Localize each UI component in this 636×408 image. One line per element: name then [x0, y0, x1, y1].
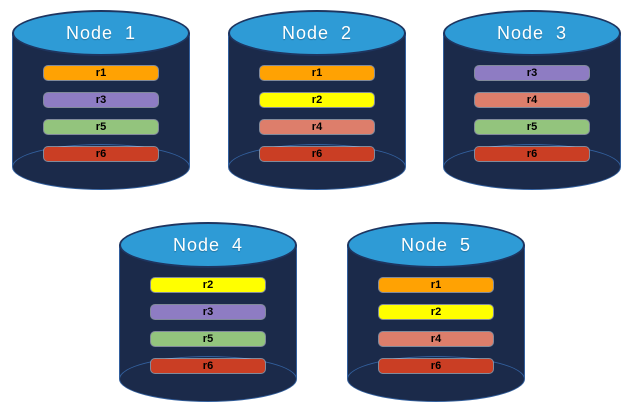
- replica-list: r1 r3 r5 r6: [12, 66, 190, 161]
- replica-bar-r3: r3: [151, 305, 265, 319]
- replica-bar-r2: r2: [151, 278, 265, 292]
- replica-bar-r5: r5: [44, 120, 158, 134]
- replica-list: r2 r3 r5 r6: [119, 278, 297, 373]
- replica-bar-r5: r5: [151, 332, 265, 346]
- replica-bar-r4: r4: [379, 332, 493, 346]
- replica-label: r1: [95, 66, 107, 79]
- replica-label: r6: [311, 147, 323, 160]
- replica-label: r4: [526, 93, 538, 106]
- cylinder-top: Node 3: [443, 10, 621, 56]
- cylinder-top: Node 1: [12, 10, 190, 56]
- replica-bar-r2: r2: [260, 93, 374, 107]
- node-cylinder-1: Node 1 r1 r3 r5 r6: [12, 10, 190, 190]
- replica-label: r5: [95, 120, 107, 133]
- replica-label: r2: [311, 93, 323, 106]
- node-title: Node 1: [65, 22, 137, 43]
- replica-label: r1: [430, 278, 442, 291]
- replica-bar-r6: r6: [44, 147, 158, 161]
- replica-bar-r6: r6: [379, 359, 493, 373]
- node-title: Node 4: [172, 234, 244, 255]
- replica-bar-r6: r6: [151, 359, 265, 373]
- replica-label: r5: [202, 332, 214, 345]
- replica-bar-r4: r4: [260, 120, 374, 134]
- cylinder-top: Node 2: [228, 10, 406, 56]
- replica-bar-r6: r6: [475, 147, 589, 161]
- replica-label: r5: [526, 120, 538, 133]
- cylinder-top: Node 4: [119, 222, 297, 268]
- replica-bar-r4: r4: [475, 93, 589, 107]
- replica-label: r6: [202, 359, 214, 372]
- replica-bar-r5: r5: [475, 120, 589, 134]
- replica-bar-r3: r3: [475, 66, 589, 80]
- replica-label: r4: [430, 332, 442, 345]
- replica-label: r3: [526, 66, 538, 79]
- node-title: Node 2: [281, 22, 353, 43]
- node-cylinder-5: Node 5 r1 r2 r4 r6: [347, 222, 525, 402]
- node-title: Node 3: [496, 22, 568, 43]
- replica-bar-r6: r6: [260, 147, 374, 161]
- cylinder-top: Node 5: [347, 222, 525, 268]
- replica-label: r6: [430, 359, 442, 372]
- replica-bar-r1: r1: [379, 278, 493, 292]
- replica-label: r2: [430, 305, 442, 318]
- replica-label: r6: [526, 147, 538, 160]
- replica-label: r3: [95, 93, 107, 106]
- replica-label: r2: [202, 278, 214, 291]
- replica-list: r3 r4 r5 r6: [443, 66, 621, 161]
- node-cylinder-2: Node 2 r1 r2 r4 r6: [228, 10, 406, 190]
- replica-label: r3: [202, 305, 214, 318]
- replica-list: r1 r2 r4 r6: [347, 278, 525, 373]
- replica-bar-r2: r2: [379, 305, 493, 319]
- replica-label: r1: [311, 66, 323, 79]
- node-cylinder-3: Node 3 r3 r4 r5 r6: [443, 10, 621, 190]
- node-title: Node 5: [400, 234, 472, 255]
- replica-bar-r1: r1: [260, 66, 374, 80]
- replica-label: r6: [95, 147, 107, 160]
- replica-bar-r1: r1: [44, 66, 158, 80]
- node-cylinder-4: Node 4 r2 r3 r5 r6: [119, 222, 297, 402]
- replica-bar-r3: r3: [44, 93, 158, 107]
- replica-label: r4: [311, 120, 323, 133]
- replica-list: r1 r2 r4 r6: [228, 66, 406, 161]
